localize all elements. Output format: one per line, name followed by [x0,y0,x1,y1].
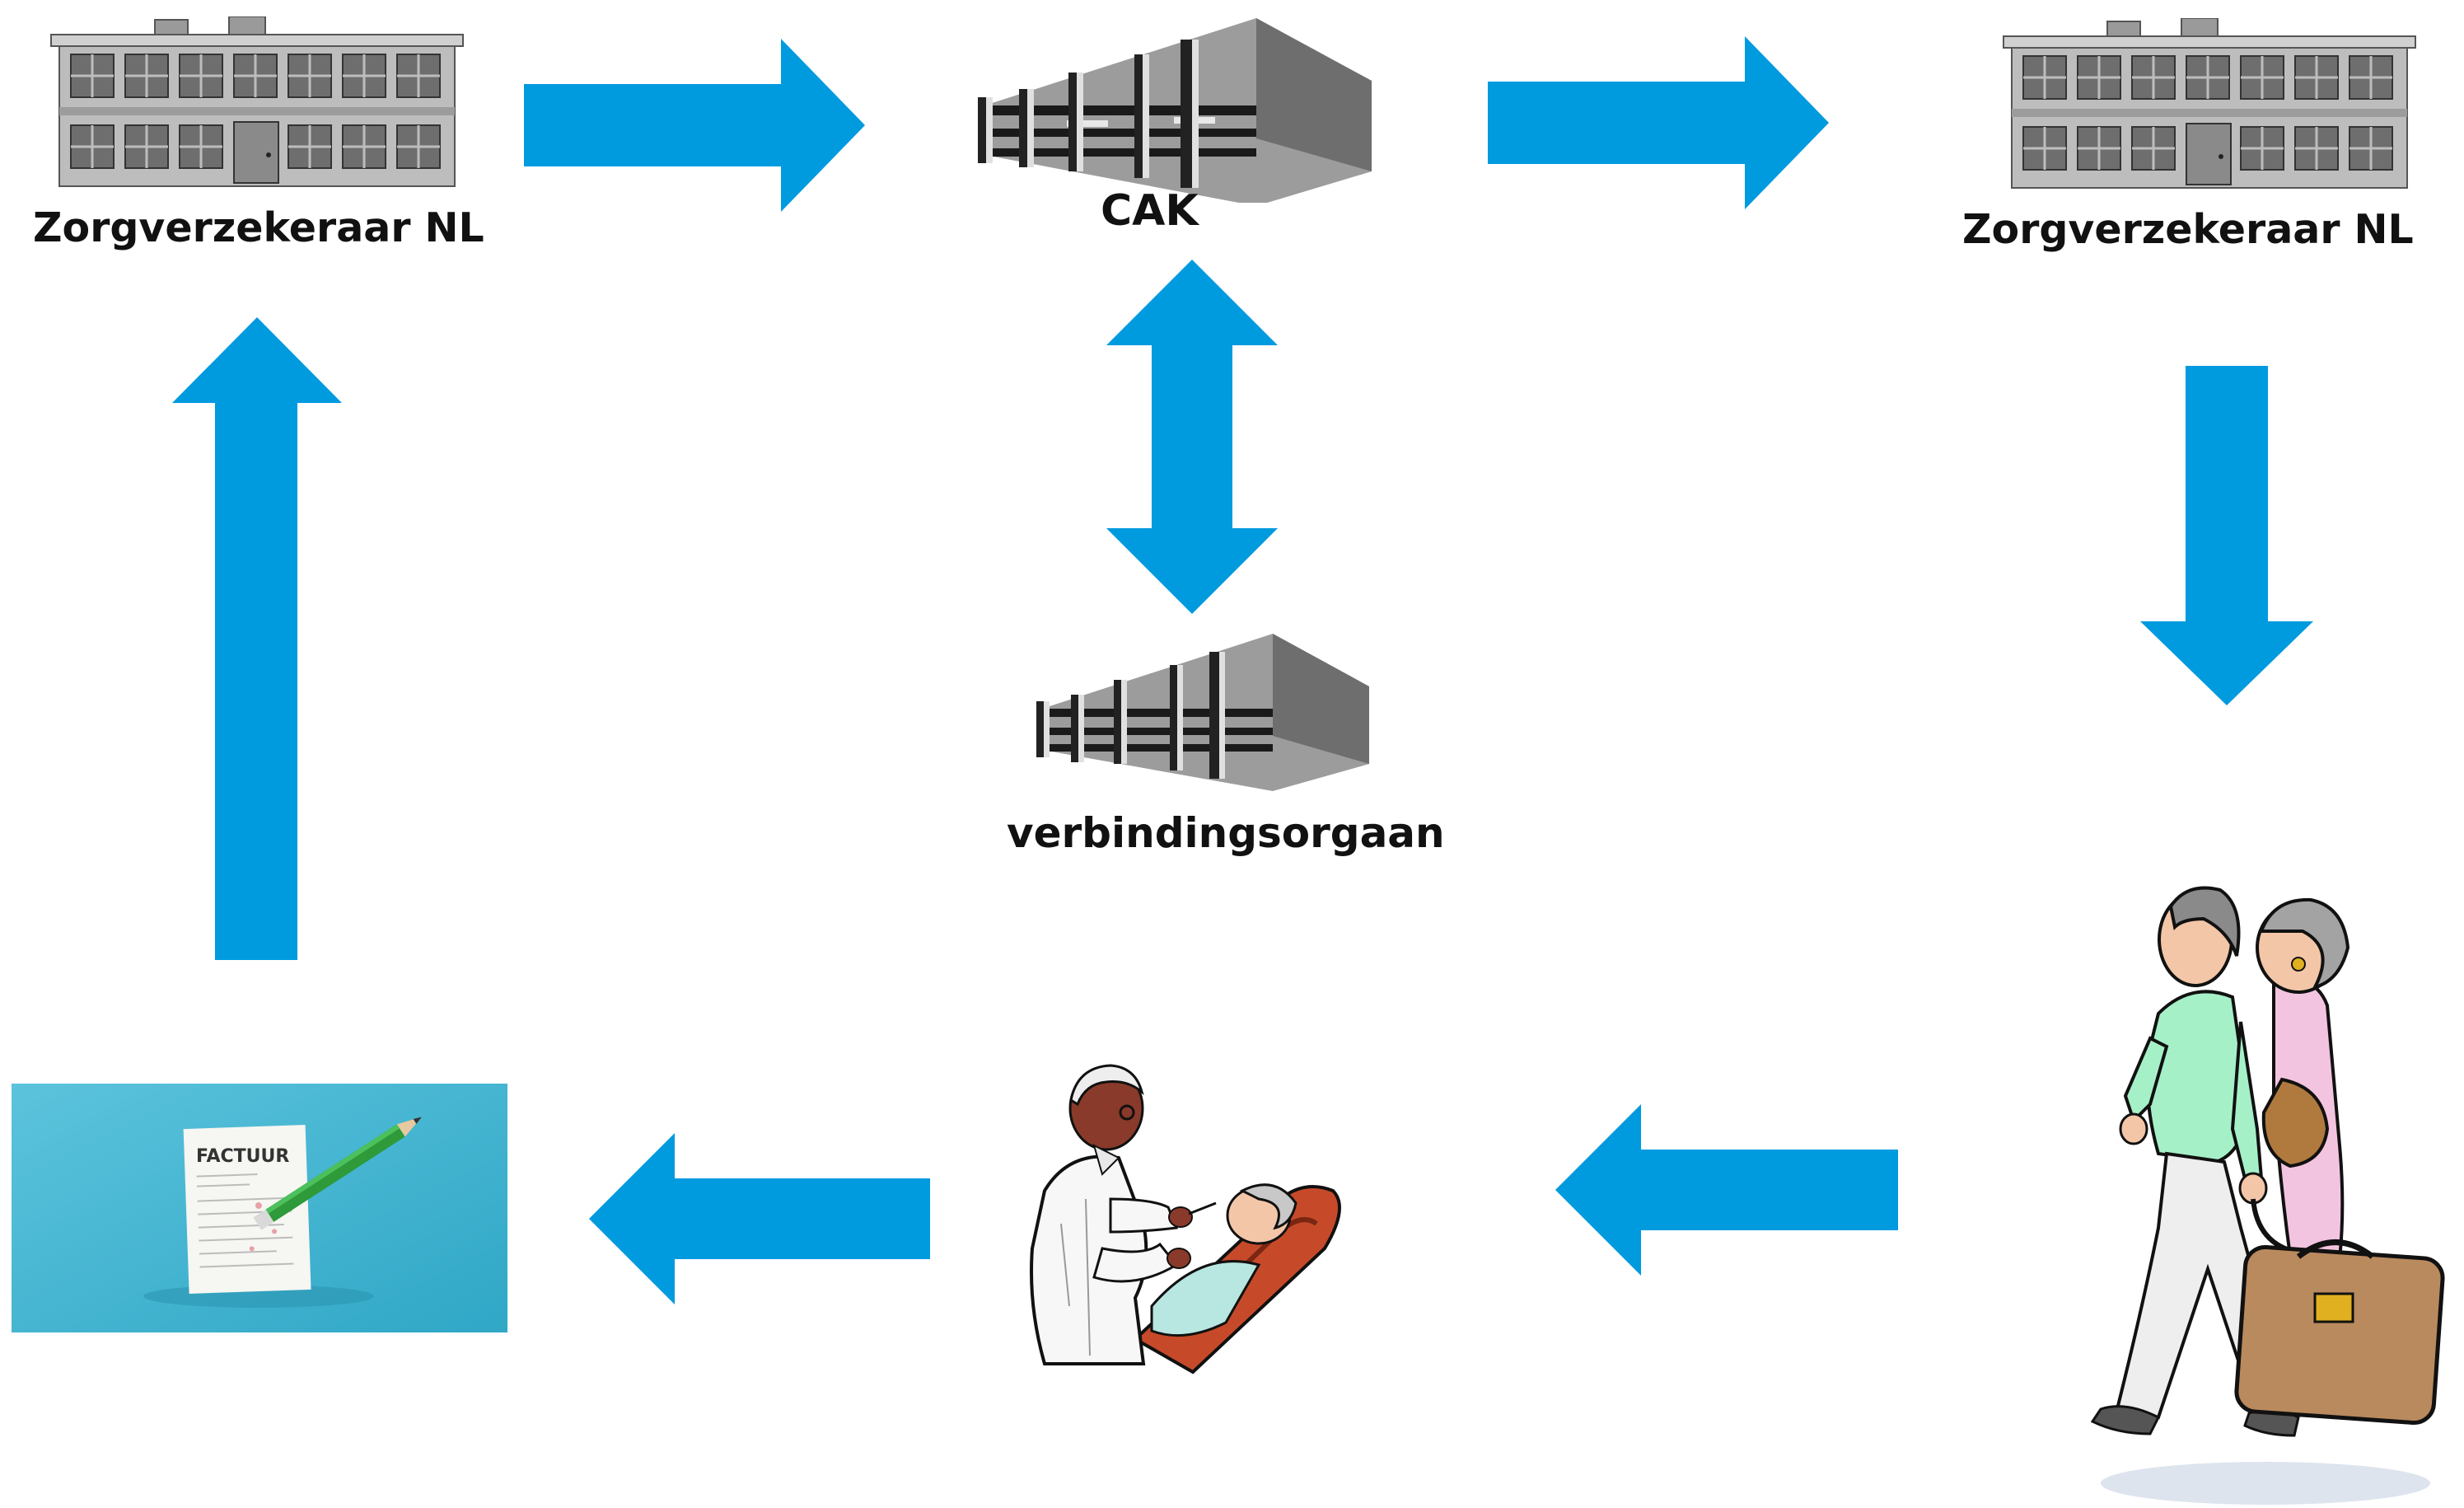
insurer-left-building-icon [48,16,468,190]
invoice-title: FACTUUR [196,1146,289,1167]
insurer-right-label: Zorgverzekeraar NL [1962,206,2414,253]
travellers-with-luggage-icon [2051,882,2455,1508]
liaison-building-icon [1022,630,1376,791]
arrow-bidirectional [1106,260,1278,614]
liaison-label: verbindingsorgaan [1007,809,1445,857]
doctor-treating-patient-icon [1012,1059,1358,1384]
arrow-right-2 [1488,36,1829,209]
arrow-left-1 [1555,1104,1898,1276]
cak-label: CAK [1101,186,1199,236]
arrow-right-1 [524,39,865,212]
arrow-up [172,317,342,960]
cak-building-icon [960,15,1380,203]
arrow-left-2 [589,1133,930,1304]
insurer-right-building-icon [2000,18,2420,191]
arrow-down [2140,366,2313,705]
invoice-image: FACTUUR [12,1084,507,1332]
insurer-left-label: Zorgverzekeraar NL [33,204,484,251]
